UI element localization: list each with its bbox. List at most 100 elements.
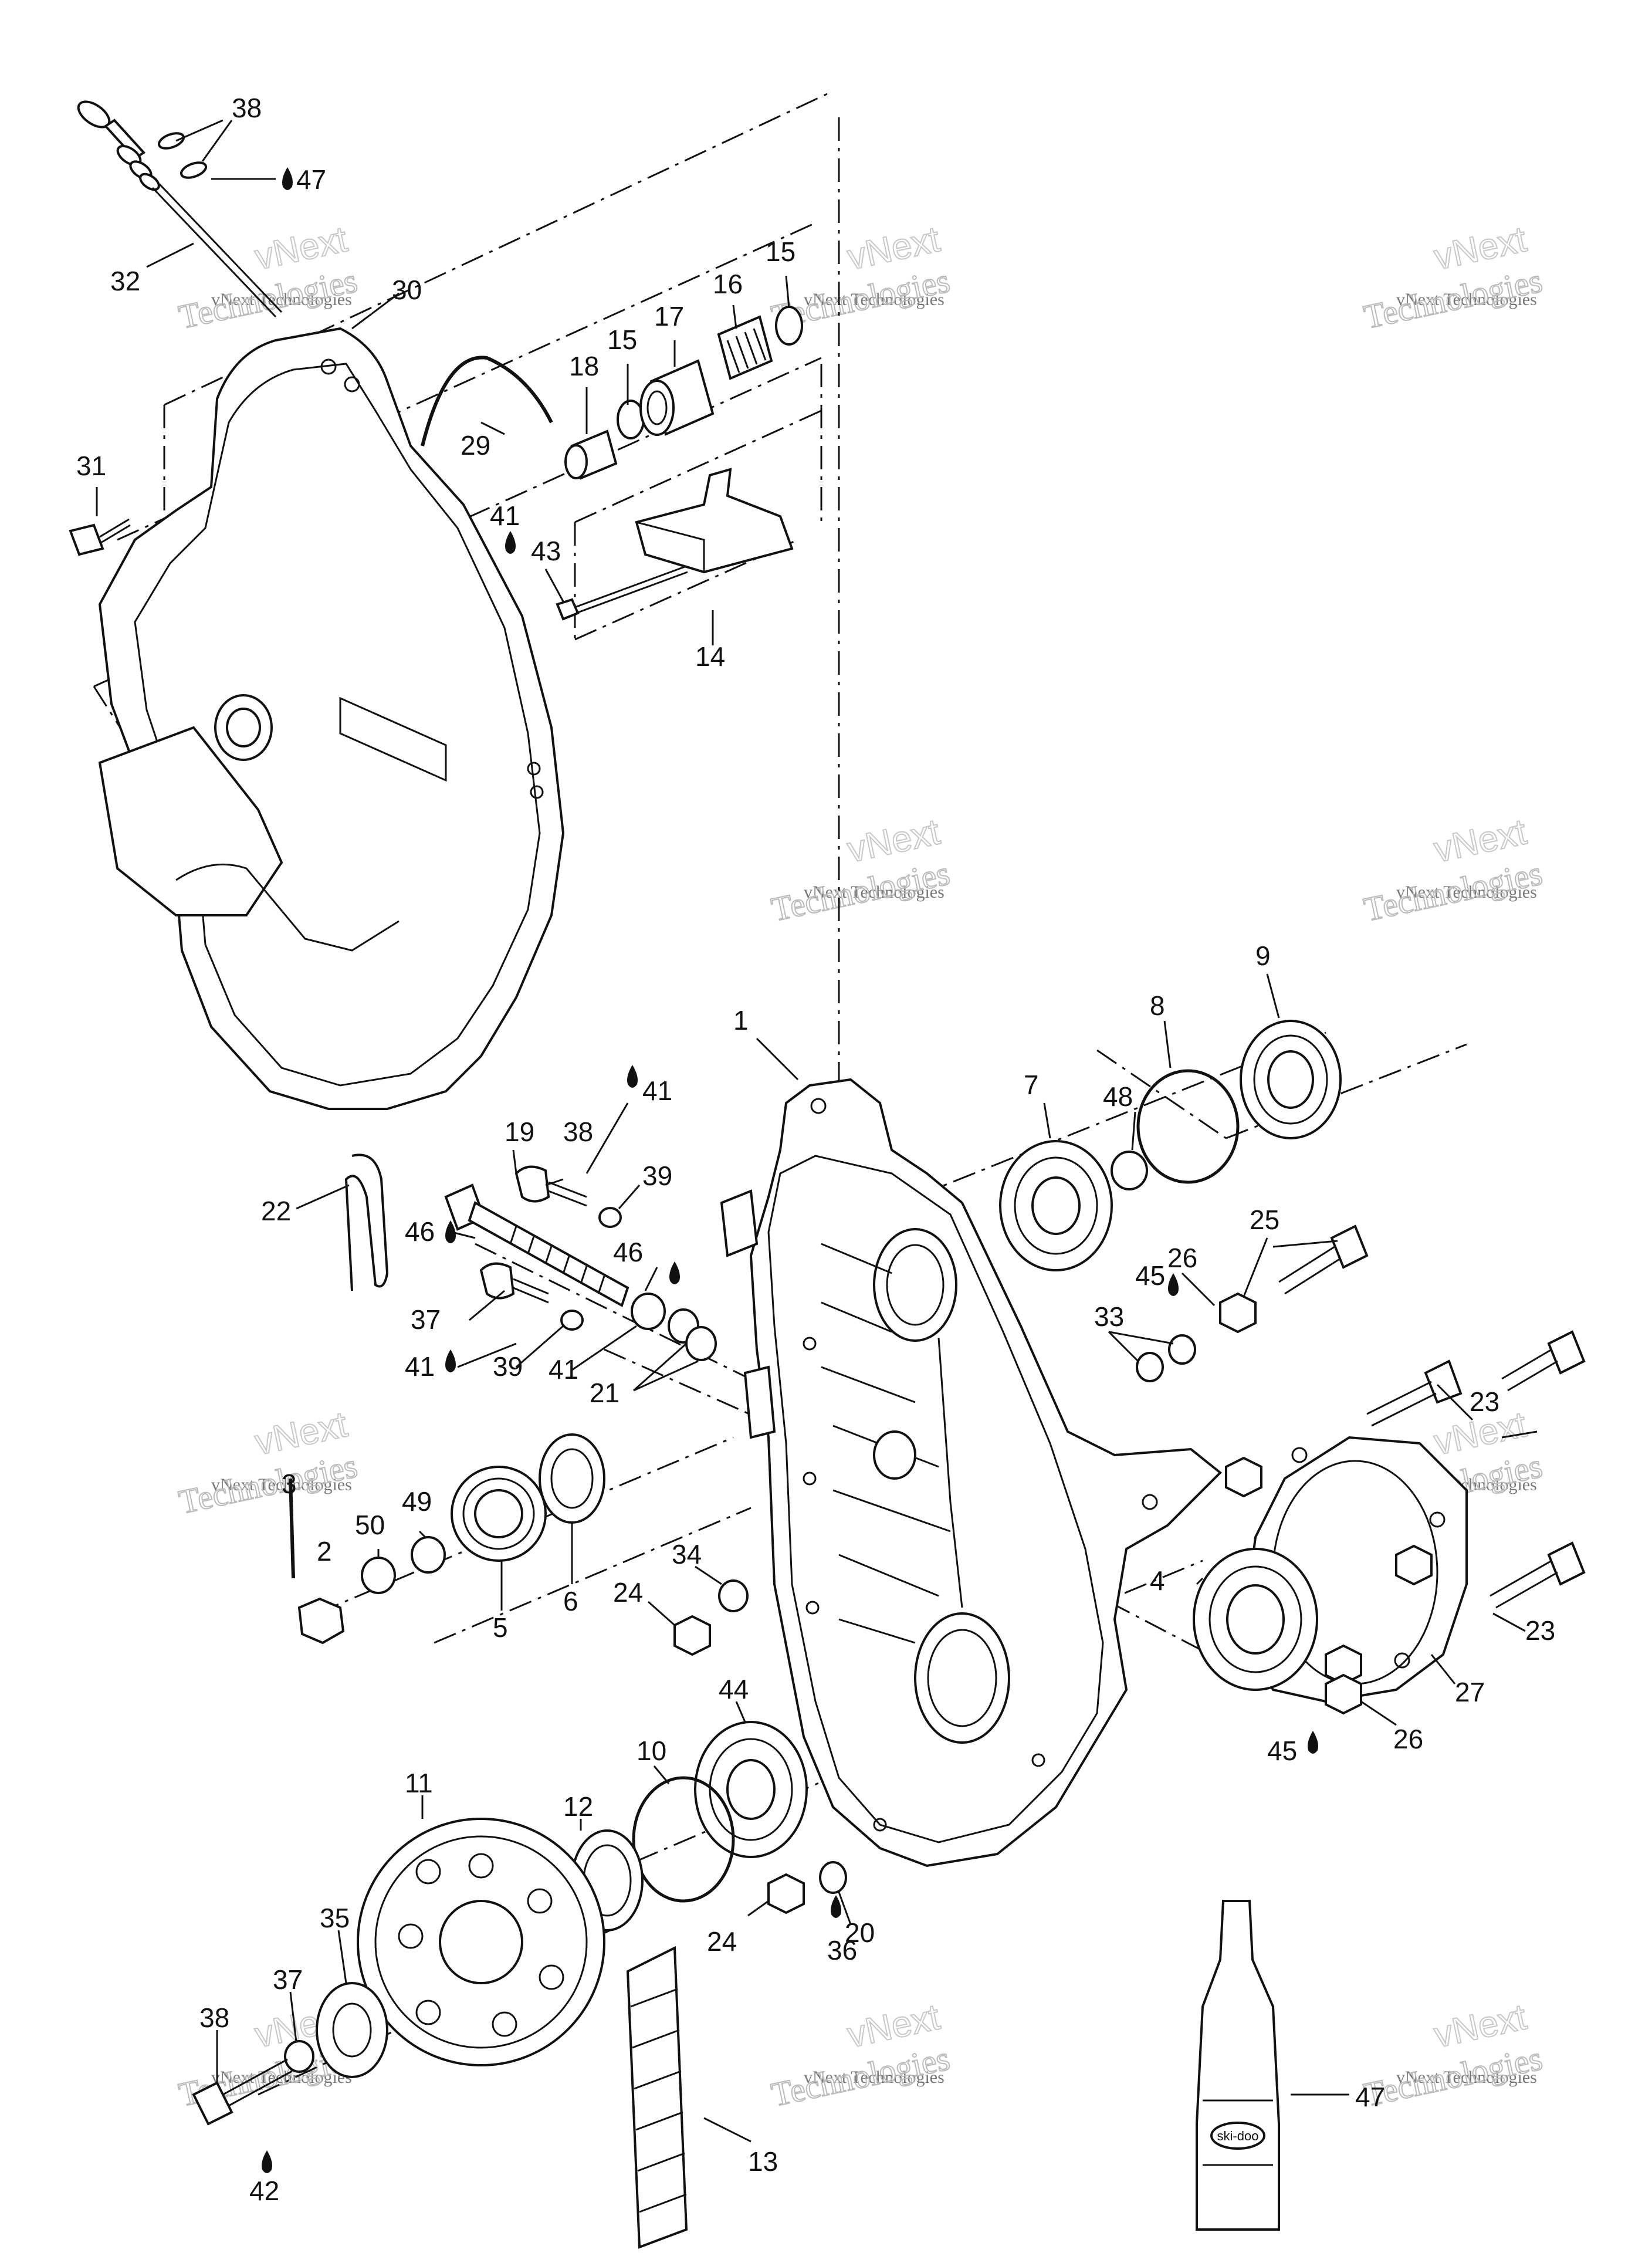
watermark-text: vNext Technologies <box>1396 882 1537 902</box>
callout-label-5: 5 <box>493 1612 508 1643</box>
callout-label-31: 32 <box>110 266 140 296</box>
watermark-text: vNext Technologies <box>804 2068 945 2087</box>
housing-outline <box>749 1078 1222 1868</box>
leader-line <box>1492 1612 1526 1632</box>
leader-line <box>1243 1237 1268 1297</box>
bolt-head <box>69 523 104 556</box>
circlip <box>632 1776 735 1903</box>
upper-bearing-set <box>999 1020 1342 1271</box>
cover-hole <box>527 762 541 776</box>
washer <box>631 1293 666 1330</box>
oil-drop-icon <box>445 1220 456 1243</box>
sprocket-hole <box>527 1888 553 1914</box>
cover-outline <box>98 327 565 1110</box>
callout-label-24b: 24 <box>707 1926 737 1957</box>
leader-line <box>1430 1654 1456 1684</box>
housing-web <box>937 1337 963 1608</box>
callout-label-33: 34 <box>672 1539 702 1569</box>
cover-hole <box>344 376 360 393</box>
leader-line <box>1108 1331 1174 1362</box>
bottle-body <box>1196 1900 1280 2231</box>
callout-label-15a: 15 <box>607 324 637 355</box>
callout-label-32: 33 <box>1094 1301 1124 1332</box>
bolt-thread <box>1278 1246 1341 1295</box>
cotter-pin <box>344 1153 389 1291</box>
callout-label-30: 31 <box>76 451 106 481</box>
washer <box>361 1557 396 1594</box>
sprocket-hole <box>398 1923 424 1949</box>
leader-line <box>296 1184 350 1210</box>
housing-hole <box>803 1471 817 1486</box>
leader-line <box>585 1102 629 1174</box>
callout-label-9: 9 <box>1255 941 1271 971</box>
leader-line <box>756 1037 799 1081</box>
callout-label-10: 10 <box>637 1736 666 1766</box>
washer <box>775 306 803 346</box>
middle-fasteners <box>673 1579 749 1656</box>
callout-label-38a: 38 <box>563 1117 593 1147</box>
callout-label-35: 36 <box>827 1935 857 1966</box>
callout-label-11: 11 <box>405 1768 433 1798</box>
callout-label-18: 18 <box>569 351 599 381</box>
callout-label-49: 49 <box>402 1486 432 1517</box>
bolt-thread <box>1501 1348 1558 1392</box>
drive-chain <box>626 1946 688 2249</box>
centerline <box>434 1507 751 1644</box>
callout-label-47a: 47 <box>296 164 326 195</box>
bolt-head <box>1424 1359 1463 1404</box>
watermark-12: vNext vNext Technologies Technologies <box>1360 1996 1546 2114</box>
housing-hole <box>873 1818 887 1832</box>
leader-line <box>648 1601 675 1626</box>
washer <box>1136 1352 1164 1382</box>
cover-boss-hole <box>226 708 261 747</box>
callout-label-46b: 46 <box>613 1237 643 1267</box>
oil-drop-icons <box>262 167 1318 2173</box>
oil-drop-icon <box>1308 1731 1318 1754</box>
o-ring <box>180 161 208 179</box>
hex-nut <box>1219 1292 1257 1334</box>
oil-drop-icon <box>262 2150 272 2173</box>
washer <box>598 1207 622 1228</box>
callout-label-42: 43 <box>531 536 561 566</box>
spacer-bore <box>332 2002 372 2058</box>
dipstick <box>77 100 283 318</box>
leader-line <box>1131 1111 1136 1151</box>
callout-label-45b: 45 <box>1267 1736 1297 1766</box>
callout-label-2: 2 <box>317 1536 332 1567</box>
leader-line <box>175 119 233 162</box>
leader-line <box>451 1231 476 1239</box>
leader-line <box>418 1530 426 1538</box>
watermark-text: vNext Technologies <box>211 290 352 309</box>
callout-label-46a: 46 <box>405 1216 435 1247</box>
watermark-5: vNext vNext Technologies Technologies <box>767 811 953 929</box>
housing-hole <box>1142 1494 1158 1510</box>
o-ring <box>1111 1151 1148 1190</box>
callout-label-27: 27 <box>1455 1677 1485 1707</box>
tensioner-bracket <box>556 468 794 621</box>
hex-nut <box>767 1873 805 1914</box>
leader-line <box>571 1325 637 1371</box>
castle-nut <box>297 1597 345 1645</box>
bolt-head <box>1547 1330 1586 1375</box>
callout-label-48: 48 <box>1103 1081 1133 1112</box>
watermark-1: vNext vNext Technologies Technologies <box>175 218 361 336</box>
chaincase-cover <box>98 327 565 1110</box>
leader-line <box>1043 1102 1051 1139</box>
callout-label-4: 4 <box>1150 1565 1165 1596</box>
bearing-housing-plate <box>1193 1330 1586 1715</box>
dipstick-rod <box>158 183 283 313</box>
sleeve-end <box>564 444 588 479</box>
chain-links <box>630 1988 687 2213</box>
adjuster-head <box>514 1165 550 1203</box>
leader-line <box>544 569 564 602</box>
watermark-text: vNext Technologies <box>804 882 945 902</box>
sprocket-hole <box>539 1964 564 1990</box>
leader-line <box>618 1185 641 1209</box>
callout-label-50: 50 <box>355 1510 385 1540</box>
tensioner-bore <box>873 1430 916 1480</box>
washer <box>718 1579 749 1612</box>
callout-label-21: 21 <box>590 1378 620 1408</box>
callout-label-41a: 41 <box>490 500 520 531</box>
housing-hole <box>805 1601 820 1615</box>
